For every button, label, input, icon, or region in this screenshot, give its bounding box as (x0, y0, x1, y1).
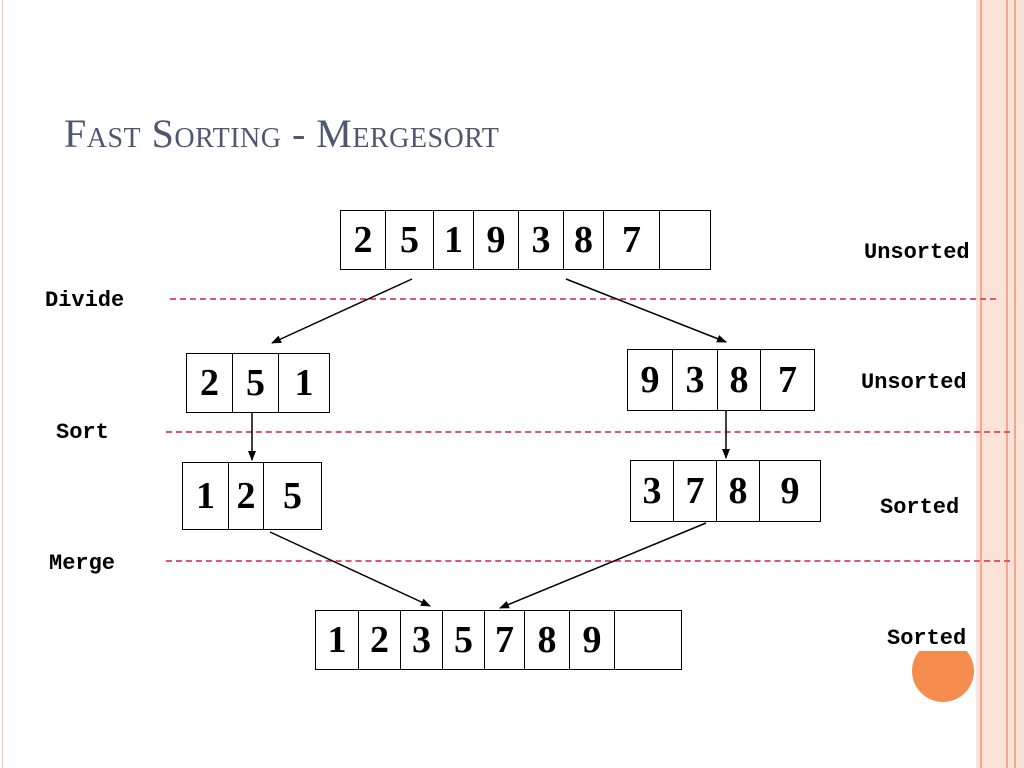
arrow-merge-right (499, 522, 707, 609)
slide-border-strip (976, 0, 1024, 768)
array-cell: 9 (474, 211, 519, 269)
array-cell: 1 (316, 611, 359, 669)
array-cell: 7 (674, 461, 717, 521)
array-cell: 8 (718, 350, 761, 410)
array-cell: 2 (187, 354, 233, 412)
state-label-sorted-bottom: Sorted (883, 626, 971, 651)
state-label-sorted-mid: Sorted (876, 495, 964, 520)
arrow-divide-right (565, 278, 727, 343)
array-cell: 1 (183, 463, 229, 529)
array-cell: 3 (401, 611, 443, 669)
step-label-divide: Divide (45, 288, 125, 313)
step-label-merge: Merge (49, 551, 116, 576)
array-cell: 7 (604, 211, 660, 269)
array-cell (660, 211, 710, 269)
array-cell: 8 (564, 211, 604, 269)
border-line (1014, 0, 1016, 768)
arrow-divide-left (271, 278, 413, 344)
array-cell: 2 (359, 611, 401, 669)
array-cell: 9 (628, 350, 673, 410)
array-cell: 7 (485, 611, 525, 669)
array-cell: 1 (434, 211, 474, 269)
divide-dashed-line (170, 298, 996, 300)
array-cell: 3 (631, 461, 674, 521)
merge-dashed-line (166, 560, 1010, 562)
sort-dashed-line (166, 431, 1010, 433)
array-cell: 9 (780, 470, 800, 512)
array-cell: 7 (778, 359, 797, 401)
array-cell: 8 (717, 461, 760, 521)
state-label-unsorted-top: Unsorted (860, 240, 974, 265)
array-cell: 9 (570, 611, 615, 669)
array-cell: 8 (525, 611, 570, 669)
array-cell: 1 (294, 362, 314, 404)
array-cell: 3 (519, 211, 564, 269)
step-label-sort: Sort (56, 420, 109, 445)
array-cell: 3 (673, 350, 718, 410)
array-cell: 5 (233, 354, 279, 412)
state-label-unsorted-mid: Unsorted (857, 370, 971, 395)
border-line (980, 0, 982, 768)
array-cell: 2 (341, 211, 386, 269)
slide-title: Fast Sorting - Mergesort (64, 111, 500, 156)
array-cell (615, 611, 681, 669)
arrow-merge-left (269, 531, 431, 607)
array-cell: 5 (283, 475, 302, 517)
border-line (1006, 0, 1008, 768)
left-border-line (2, 0, 3, 768)
array-cell: 2 (229, 463, 264, 529)
array-cell: 5 (386, 211, 434, 269)
array-cell: 5 (443, 611, 485, 669)
